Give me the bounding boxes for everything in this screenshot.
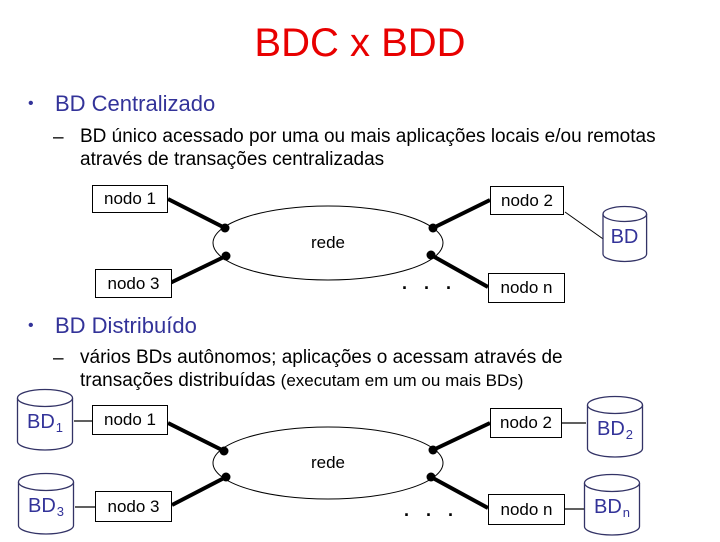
heading-centralized: BD Centralizado — [55, 91, 216, 116]
ellipsis-label: . . . — [402, 273, 458, 293]
node-label: nodo n — [500, 499, 553, 519]
db-label-sub: 3 — [56, 504, 65, 519]
network-connectors — [74, 420, 586, 510]
junction-dot — [219, 446, 229, 456]
node-box-3: nodo 3 — [95, 269, 172, 298]
db-cylinder-2: BD2 — [586, 395, 644, 459]
db-label: BD2 — [586, 418, 644, 442]
database-cylinder-icon — [17, 472, 75, 535]
subtext-distributed-line1: vários BDs autônomos; aplicações o acess… — [80, 347, 563, 368]
page-title: BDC x BDD — [254, 21, 466, 65]
connector-node2 — [432, 198, 491, 230]
database-cylinder-icon — [602, 205, 648, 263]
node-label: nodo 3 — [107, 496, 160, 516]
junction-dot — [426, 472, 436, 482]
node-box-n: nodo n — [488, 494, 565, 525]
bullet-centralized: • BD Centralizado — [28, 91, 215, 117]
dash-icon: – — [53, 348, 64, 369]
node-box-2: nodo 2 — [490, 408, 562, 438]
connector-noden — [430, 253, 489, 289]
network-connectors — [167, 197, 607, 289]
db-label-sub: 2 — [625, 427, 634, 442]
junction-dot — [220, 223, 230, 233]
junction-dot — [221, 251, 231, 261]
db-label-base: BD — [27, 495, 56, 517]
db-label-base: BD — [26, 411, 55, 433]
subtext-distributed-line2-main: transações distribuídas — [80, 369, 281, 391]
db-cylinder: BD — [602, 205, 648, 263]
subtext-distributed-line2-small: (executam em um ou mais BDs) — [280, 370, 524, 390]
db-label-base: BD — [610, 226, 639, 248]
node-label: nodo 3 — [107, 273, 160, 293]
node-label: nodo 2 — [501, 190, 553, 210]
node-label: nodo n — [500, 278, 553, 297]
network-label: rede — [310, 233, 346, 252]
junction-dot — [426, 250, 436, 260]
node-box-2: nodo 2 — [490, 186, 564, 215]
subtext-centralized-line2: através de transações centralizadas — [80, 148, 385, 170]
diagram-distributed: BD1 BD2 BD3 — [0, 388, 720, 540]
connector-node2-db — [564, 211, 607, 242]
connector-node1 — [167, 421, 225, 453]
ellipsis-label: . . . — [404, 500, 460, 520]
node-label: nodo 1 — [104, 189, 156, 208]
db-cylinder-n: BDn — [583, 473, 641, 537]
node-box-n: nodo n — [488, 273, 565, 303]
db-label: BD1 — [16, 411, 74, 435]
connector-node3 — [171, 475, 227, 507]
bullet-icon: • — [28, 95, 34, 112]
db-cylinder-1: BD1 — [16, 388, 74, 452]
connector-node3 — [169, 254, 227, 285]
node-box-3: nodo 3 — [95, 491, 172, 522]
database-cylinder-icon — [586, 395, 644, 458]
dash-icon: – — [53, 127, 64, 148]
network-label: rede — [310, 453, 346, 472]
subtext-distributed-line2: transações distribuídas (executam em um … — [80, 370, 710, 393]
junction-dot — [221, 472, 231, 482]
db-label: BD — [602, 227, 648, 249]
db-label: BD3 — [17, 495, 75, 519]
node-box-1: nodo 1 — [92, 405, 168, 435]
database-cylinder-icon — [583, 473, 641, 536]
subtext-centralized-line1: BD único acessado por uma ou mais aplica… — [80, 126, 656, 147]
network-ellipse — [212, 205, 444, 281]
subtext-distributed: vários BDs autônomos; aplicações o acess… — [80, 347, 710, 392]
heading-distributed: BD Distribuído — [55, 313, 197, 338]
db-label-base: BD — [593, 496, 622, 518]
subtext-centralized: BD único acessado por uma ou mais aplica… — [80, 126, 710, 171]
network-ellipse — [212, 426, 444, 500]
database-cylinder-icon — [16, 388, 74, 451]
connector-node2 — [432, 421, 491, 452]
db-label-base: BD — [596, 418, 625, 440]
db-label: BDn — [583, 496, 641, 520]
junction-dot — [428, 445, 438, 455]
junction-dot — [428, 223, 438, 233]
bullet-distributed: • BD Distribuído — [28, 313, 197, 339]
node-label: nodo 2 — [500, 413, 552, 432]
connector-node1 — [167, 197, 226, 230]
diagram-centralized: nodo 1 nodo 2 nodo 3 nodo n rede . . . B… — [0, 183, 720, 308]
connector-noden — [430, 475, 489, 510]
node-box-1: nodo 1 — [92, 185, 168, 213]
db-label-sub: 1 — [55, 420, 64, 435]
bullet-icon: • — [28, 317, 34, 334]
node-label: nodo 1 — [104, 410, 156, 429]
db-label-sub: n — [622, 505, 631, 520]
db-cylinder-3: BD3 — [17, 472, 75, 536]
